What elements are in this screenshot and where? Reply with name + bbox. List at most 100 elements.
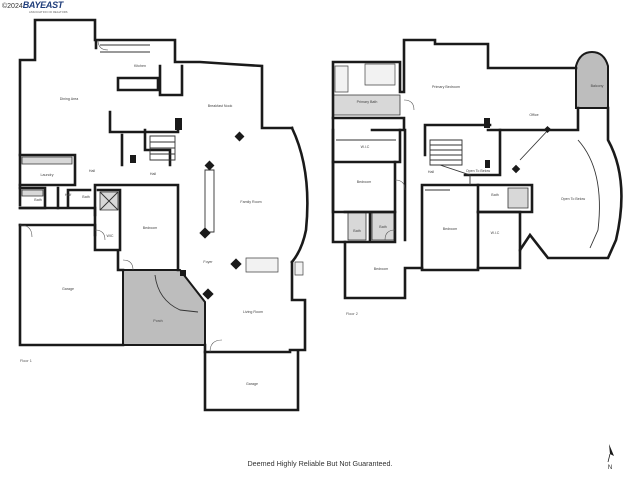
floor-2-plan: Primary Bath Primary Bedroom Balcony Off…	[331, 38, 623, 316]
balcony-railing	[577, 139, 600, 249]
bedroom-a-wall	[331, 160, 397, 214]
column-5	[202, 288, 214, 300]
room-wic-primary: W.I.C	[361, 145, 370, 149]
room-wic: WIC	[107, 234, 114, 238]
porch-area	[122, 269, 206, 346]
room-bath-b: Bath	[379, 225, 386, 229]
room-bath-c: Bath	[491, 193, 498, 197]
cabinet-x	[99, 191, 119, 211]
fireplace-hearth	[204, 169, 215, 233]
garage-small-wall	[203, 350, 300, 412]
shower	[334, 65, 349, 93]
room-bath-small: Bath	[82, 195, 89, 199]
wic-wall	[96, 188, 122, 252]
laundry-counter	[21, 156, 73, 165]
column-3	[199, 227, 211, 239]
floor-1-label: Floor 1	[20, 359, 32, 363]
room-balcony: Balcony	[591, 84, 604, 88]
door-arc-3	[122, 259, 134, 271]
door-arc-2	[94, 229, 106, 241]
bathtub	[364, 63, 396, 86]
north-arrow-head	[609, 444, 614, 456]
copyright-text: ©2024	[2, 3, 23, 10]
post-f2-3	[543, 125, 552, 134]
garage-small-door	[209, 339, 223, 353]
brand-logo: ©2024BAYEAST ASSOCIATION OF REALTORS	[2, 0, 68, 15]
column-7	[130, 155, 136, 163]
room-dining-area: Dining Area	[60, 97, 79, 101]
kitchen-appliance	[245, 257, 279, 273]
bath-wall	[343, 210, 397, 244]
bath-a-floor	[347, 211, 367, 241]
family-room-wall	[203, 126, 309, 354]
door-arc-4	[97, 39, 109, 51]
room-bedroom-a: Bedroom	[357, 180, 372, 184]
garage-wall-1	[18, 223, 97, 237]
room-living-room: Living Room	[243, 310, 263, 314]
room-family-room: Family Room	[240, 200, 261, 204]
post-f2-4	[485, 160, 490, 168]
stairs-floor-2	[429, 139, 463, 166]
room-bedroom-b: Bedroom	[443, 227, 458, 231]
column-8	[180, 270, 186, 276]
north-arrow-icon: N	[607, 444, 614, 470]
room-hall: Hall	[428, 170, 434, 174]
room-bath-a: Bath	[353, 229, 360, 233]
room-bedroom: Bedroom	[143, 226, 158, 230]
room-porch: Porch	[153, 319, 162, 323]
stairs-floor-1	[149, 135, 176, 161]
room-hall-b: Hall	[150, 172, 156, 176]
door-arc-f2-2	[394, 179, 406, 191]
laundry-wall	[18, 153, 77, 187]
room-primary-bath: Primary Bath	[357, 100, 378, 104]
north-letter: N	[608, 465, 612, 470]
floor-2-label: Floor 2	[346, 312, 358, 316]
kitchen-counter	[100, 44, 150, 53]
wic-wall	[331, 128, 402, 164]
column-6	[175, 118, 182, 130]
post-f2-2	[511, 164, 521, 174]
column-4	[230, 258, 242, 270]
room-laundry: Laundry	[41, 173, 54, 177]
office-rail	[519, 127, 551, 161]
door-arc-f2-1	[403, 99, 415, 111]
kitchen-island	[116, 76, 160, 92]
disclaimer-text: Deemed Highly Reliable But Not Guarantee…	[247, 459, 393, 468]
column-1	[234, 131, 245, 142]
room-breakfast-nook: Breakfast Nook	[208, 104, 233, 108]
room-bath: Bath	[34, 198, 41, 202]
brand-name: BAYEAST	[22, 0, 64, 10]
room-garage-main: Garage	[62, 287, 74, 291]
room-bedroom-c: Bedroom	[374, 267, 389, 271]
room-open-to-below-b: Open To Below	[561, 197, 586, 201]
room-garage-small: Garage	[246, 382, 258, 386]
open-to-below-rail	[439, 164, 471, 185]
primary-bath-floor	[332, 94, 401, 116]
post-f2-1	[484, 118, 490, 128]
open-to-below-wall	[463, 128, 502, 177]
floor-1-plan: Dining Area Kitchen Breakfast Nook Laund…	[18, 18, 309, 412]
room-open-to-below-a: Open To Below	[466, 169, 491, 173]
primary-bath-wall	[331, 116, 406, 132]
column-2	[204, 160, 215, 171]
office-wall	[486, 106, 580, 132]
sink	[294, 261, 304, 276]
balcony-area	[575, 50, 609, 109]
door-arc-f2-3	[384, 229, 396, 241]
porch-steps	[154, 274, 199, 313]
room-wic-b: W.I.C	[491, 231, 500, 235]
room-kitchen: Kitchen	[134, 64, 146, 68]
bath-c-tub	[507, 187, 529, 209]
kitchen-wall	[158, 64, 184, 97]
room-office: Office	[529, 113, 538, 117]
bath-fixture	[21, 189, 44, 197]
hall-wall-a	[120, 128, 172, 167]
room-hall-a: Hall	[89, 169, 95, 173]
north-arrow-shaft	[607, 453, 611, 463]
door-arc-1	[19, 224, 33, 238]
floor-1-outer-wall	[18, 18, 294, 347]
room-half-bath: Half	[65, 193, 71, 197]
room-foyer: Foyer	[203, 260, 213, 264]
wic-b-wall	[476, 210, 522, 252]
